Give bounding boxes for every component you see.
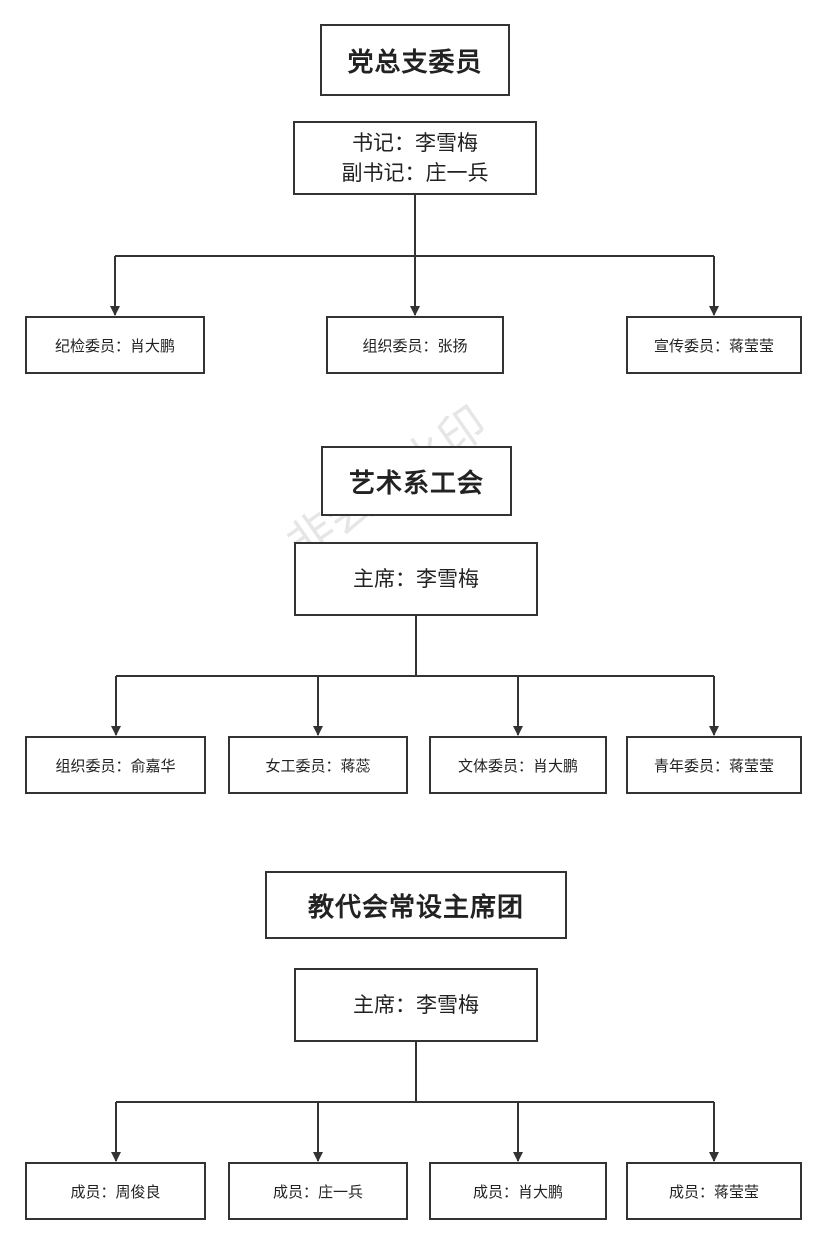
member-label: 宣传委员：蒋莹莹 xyxy=(653,336,774,355)
member-box-women-workers: 女工委员：蒋蕊 xyxy=(228,736,408,794)
member-box-discipline: 纪检委员：肖大鹏 xyxy=(25,316,205,374)
member-label: 青年委员：蒋莹莹 xyxy=(653,756,774,775)
head-box-party-committee: 书记：李雪梅 副书记：庄一兵 xyxy=(293,121,537,195)
member-box-presidium-4: 成员：蒋莹莹 xyxy=(626,1162,802,1220)
head-box-labor-union: 主席：李雪梅 xyxy=(294,542,538,616)
member-box-publicity: 宣传委员：蒋莹莹 xyxy=(626,316,802,374)
section-title-text: 教代会常设主席团 xyxy=(307,892,524,923)
member-label: 组织委员：俞嘉华 xyxy=(55,756,176,775)
member-label: 纪检委员：肖大鹏 xyxy=(54,336,175,355)
member-box-union-organization: 组织委员：俞嘉华 xyxy=(25,736,206,794)
member-box-presidium-2: 成员：庄一兵 xyxy=(228,1162,408,1220)
chairman-label: 主席：李雪梅 xyxy=(353,993,479,1017)
deputy-secretary-label: 副书记：庄一兵 xyxy=(341,161,489,185)
member-box-youth: 青年委员：蒋莹莹 xyxy=(626,736,802,794)
secretary-label: 书记：李雪梅 xyxy=(352,131,478,155)
section-title-text: 党总支委员 xyxy=(347,47,483,78)
head-box-congress-presidium: 主席：李雪梅 xyxy=(294,968,538,1042)
member-label: 组织委员：张扬 xyxy=(362,336,468,355)
member-label: 文体委员：肖大鹏 xyxy=(457,756,578,775)
member-box-presidium-1: 成员：周俊良 xyxy=(25,1162,206,1220)
chairman-label: 主席：李雪梅 xyxy=(353,567,479,591)
member-label: 女工委员：蒋蕊 xyxy=(265,756,371,775)
member-box-presidium-3: 成员：肖大鹏 xyxy=(429,1162,607,1220)
member-label: 成员：蒋莹莹 xyxy=(668,1182,759,1201)
member-label: 成员：肖大鹏 xyxy=(472,1182,563,1201)
section-title-text: 艺术系工会 xyxy=(348,468,484,499)
member-box-culture-sports: 文体委员：肖大鹏 xyxy=(429,736,607,794)
member-label: 成员：周俊良 xyxy=(70,1182,161,1201)
section-title-party-committee: 党总支委员 xyxy=(320,24,510,96)
member-label: 成员：庄一兵 xyxy=(272,1182,363,1201)
member-box-organization: 组织委员：张扬 xyxy=(326,316,504,374)
section-title-congress-presidium: 教代会常设主席团 xyxy=(265,871,567,939)
section-title-labor-union: 艺术系工会 xyxy=(321,446,512,516)
